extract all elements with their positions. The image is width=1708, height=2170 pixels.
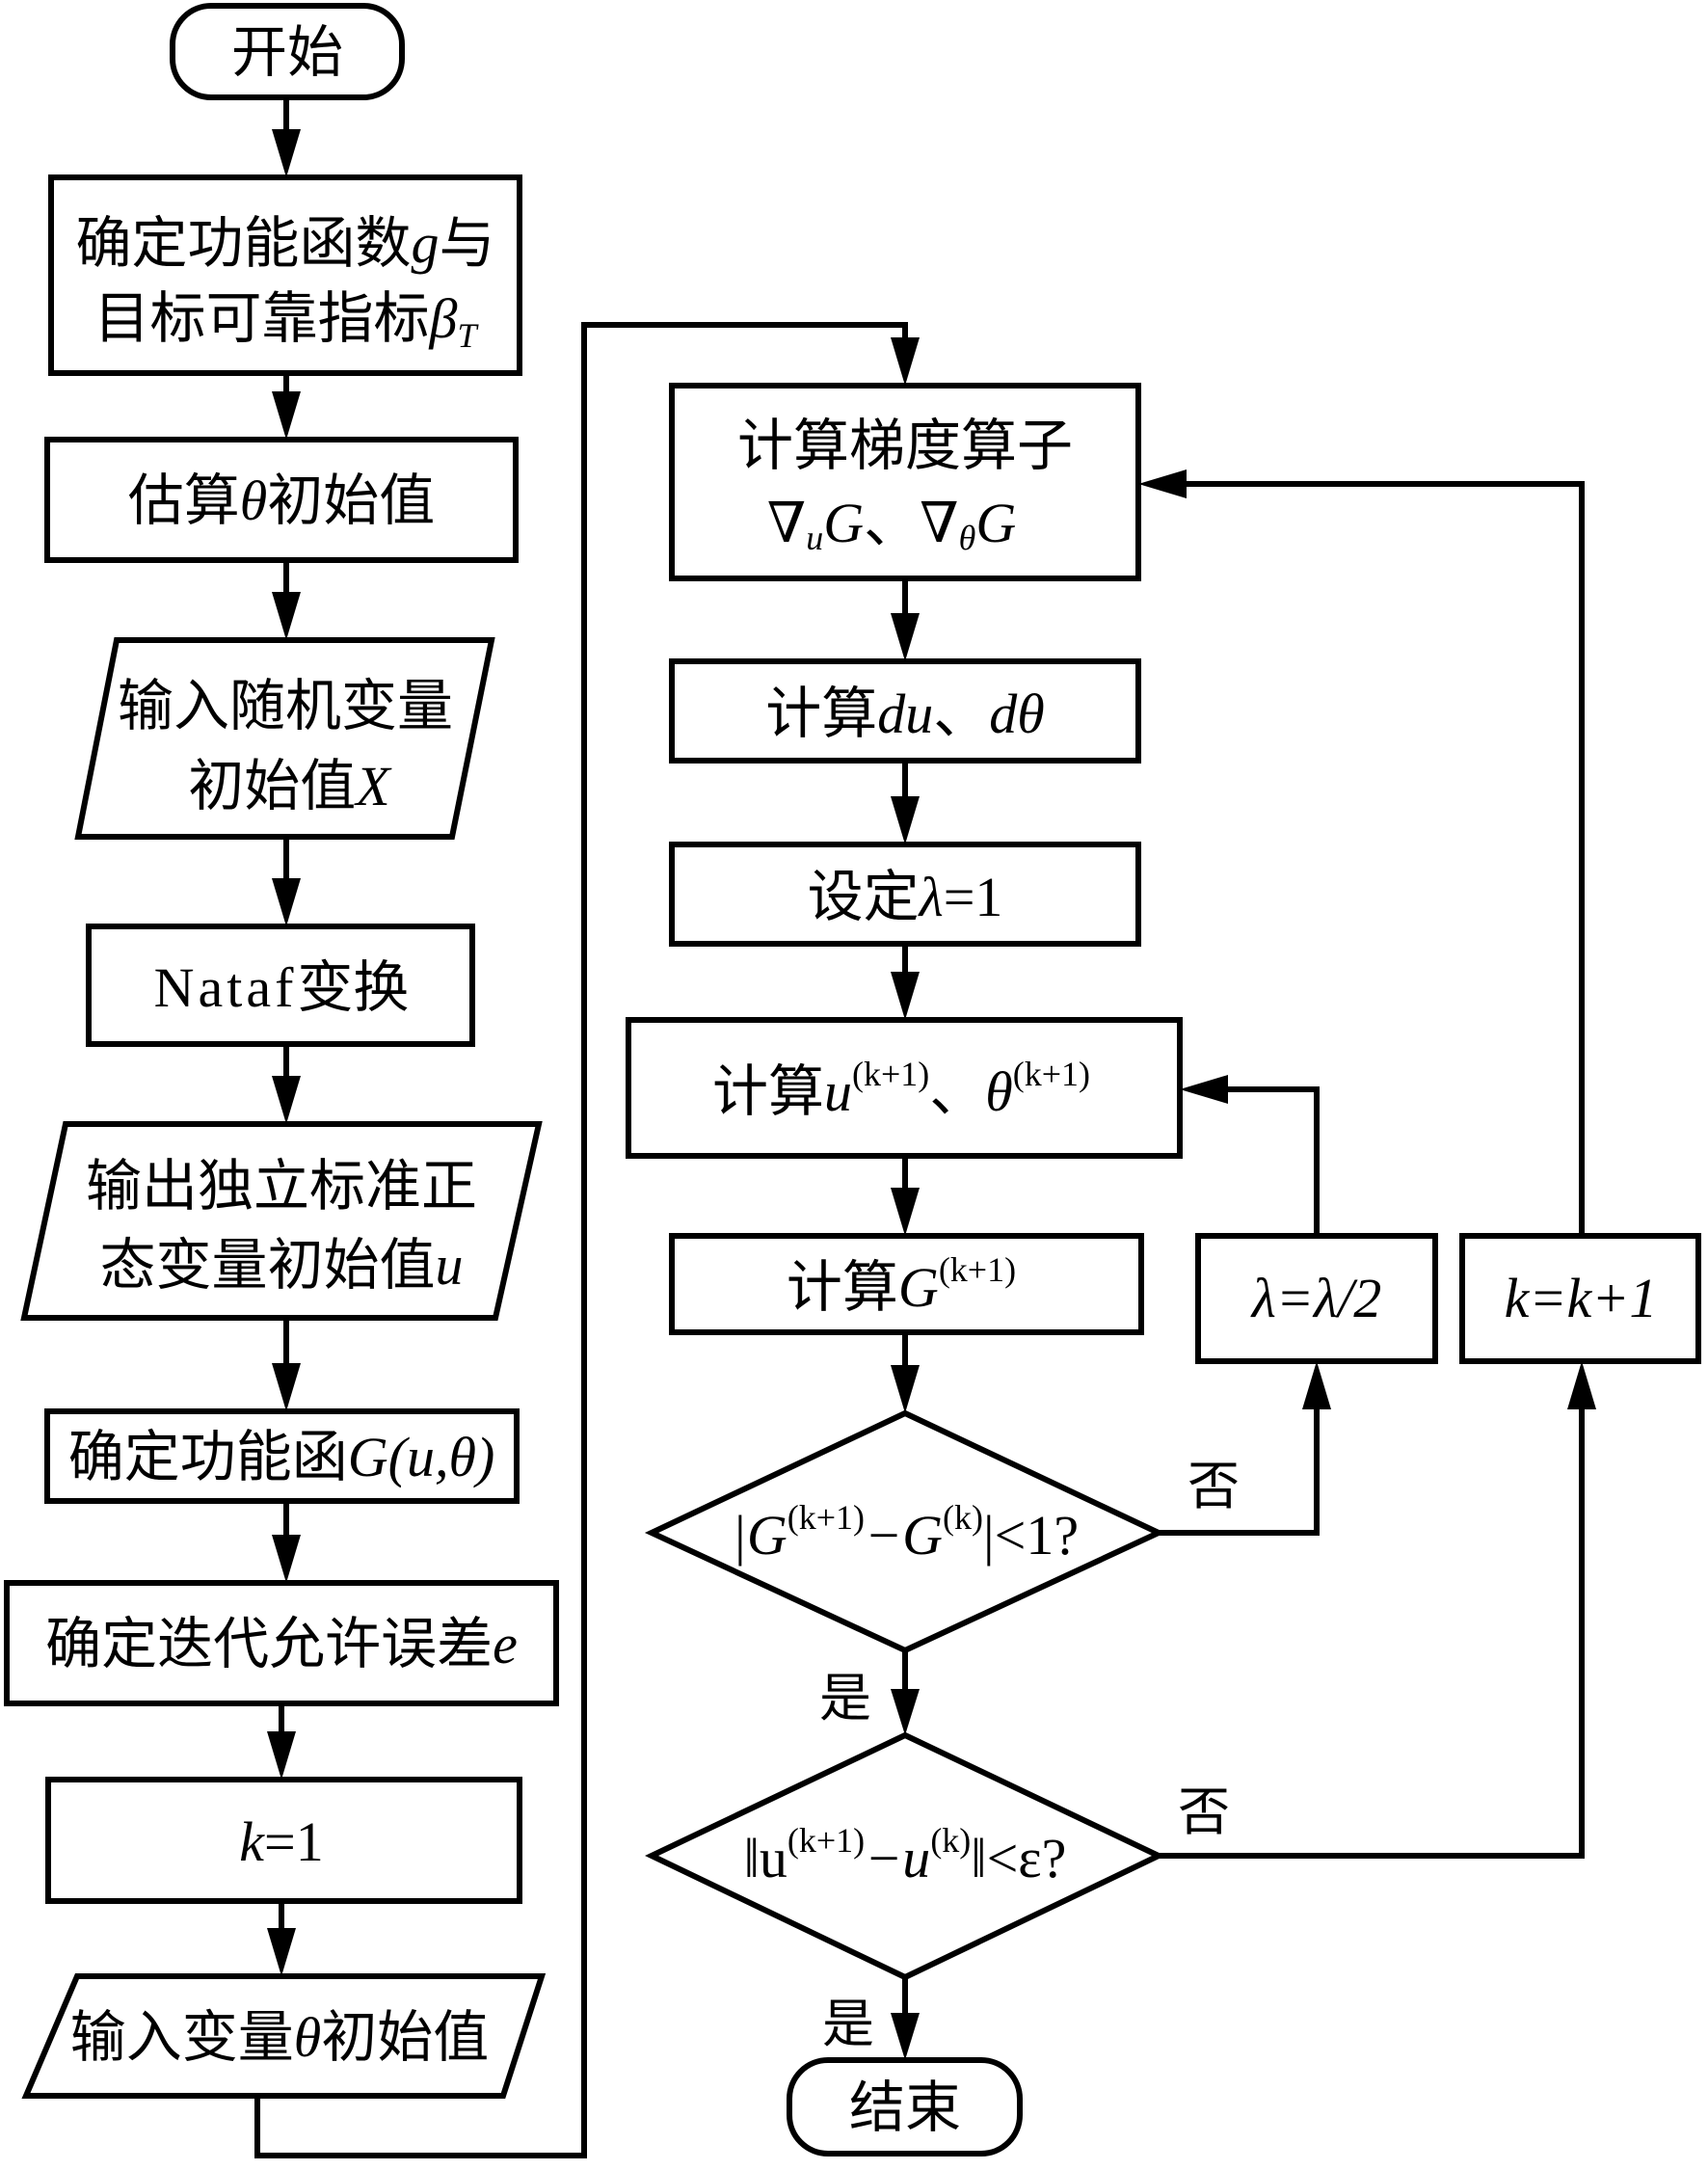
- define-G-box: [44, 1408, 520, 1504]
- arrow-k-init-to-input-theta: [267, 1901, 296, 1976]
- decision-u-no-label: 否: [1178, 1782, 1230, 1842]
- arrow-gradient-to-du: [891, 578, 920, 661]
- nataf-label: Nataf变换: [154, 954, 410, 1020]
- gradient-node: 计算梯度算子 ∇uG、∇θG: [669, 383, 1141, 581]
- define-G-label: 确定功能函G(u,θ): [68, 1424, 495, 1489]
- halve-lambda-label: λ=λ/2: [1250, 1267, 1382, 1329]
- arrow-du-to-set-lambda: [891, 761, 920, 844]
- k-init-label: k=1: [239, 1810, 323, 1873]
- input-x-parallelogram: [74, 637, 495, 840]
- output-u-node: 输出独立标准正 态变量初始值u: [20, 1121, 543, 1321]
- compute-G-node: 计算G(k+1): [669, 1233, 1144, 1335]
- arrow-input-x-to-nataf: [272, 837, 301, 926]
- input-x-line1: 输入随机变量: [118, 673, 453, 738]
- nataf-box: [86, 924, 475, 1047]
- start-label: 开始: [231, 19, 343, 85]
- halve-lambda-node: λ=λ/2: [1195, 1233, 1438, 1364]
- arrow-decision-G-yes-to-decision-u: [891, 1650, 920, 1735]
- output-u-parallelogram: [20, 1121, 543, 1321]
- compute-G-box: [669, 1233, 1144, 1335]
- arrow-decision-G-no-to-halve-lambda: [1159, 1361, 1331, 1536]
- define-e-box: [4, 1580, 559, 1706]
- arrow-start-to-define-g: [272, 97, 301, 177]
- du-dtheta-label: 计算du、dθ: [765, 681, 1045, 746]
- input-theta-label: 输入变量θ初始值: [70, 2004, 490, 2070]
- arrow-estimate-to-input-x: [272, 560, 301, 640]
- k-increment-node: k=k+1: [1459, 1233, 1701, 1364]
- decision-u-node: ‖u(k+1)−u(k)‖<ε?: [645, 1731, 1165, 1981]
- arrow-update-to-compute-G: [891, 1156, 920, 1236]
- k-init-box: [45, 1777, 522, 1904]
- define-g-line2: 目标可靠指标βT: [94, 285, 480, 355]
- arrow-halve-lambda-to-update: [1180, 1075, 1320, 1236]
- decision-G-no-label: 否: [1188, 1456, 1240, 1516]
- arrow-define-g-to-estimate: [272, 373, 301, 440]
- define-G-node: 确定功能函G(u,θ): [44, 1408, 520, 1504]
- arrow-decision-u-no-to-k-increment: [1159, 1361, 1596, 1859]
- arrow-k-increment-to-gradient: [1138, 469, 1585, 1236]
- end-label: 结束: [849, 2075, 961, 2140]
- arrow-define-G-to-define-e: [272, 1501, 301, 1583]
- start-node: 开始: [170, 3, 405, 100]
- output-u-line2: 态变量初始值u: [99, 1232, 463, 1298]
- arrow-decision-u-yes-to-end: [891, 1977, 920, 2060]
- input-x-line2: 初始值X: [188, 753, 392, 818]
- end-terminator-shape: [787, 2057, 1023, 2157]
- compute-G-label: 计算G(k+1): [787, 1250, 1016, 1320]
- gradient-line1: 计算梯度算子: [737, 413, 1073, 478]
- k-init-node: k=1: [45, 1777, 522, 1904]
- set-lambda-box: [669, 842, 1141, 947]
- input-theta-parallelogram: [21, 1973, 547, 2099]
- estimate-theta-box: [44, 437, 519, 563]
- end-node: 结束: [787, 2057, 1023, 2157]
- arrow-define-e-to-k-init: [267, 1703, 296, 1780]
- k-increment-label: k=k+1: [1505, 1267, 1658, 1329]
- arrow-nataf-to-output-u: [272, 1044, 301, 1124]
- decision-u-label: ‖u(k+1)−u(k)‖<ε?: [744, 1821, 1067, 1889]
- estimate-theta-node: 估算θ初始值: [44, 437, 519, 563]
- estimate-theta-label: 估算θ初始值: [128, 468, 436, 533]
- update-u-theta-label: 计算u(k+1)、θ(k+1): [712, 1055, 1090, 1124]
- define-g-line1: 确定功能函数g与: [75, 210, 494, 276]
- connector-input-theta-to-gradient: [254, 322, 920, 2158]
- output-u-line1: 输出独立标准正: [86, 1153, 477, 1219]
- arrow-compute-G-to-decision-G: [891, 1332, 920, 1413]
- decision-G-label: |G(k+1)−G(k)|<1?: [732, 1498, 1079, 1567]
- nataf-node: Nataf变换: [86, 924, 475, 1047]
- decision-G-node: |G(k+1)−G(k)|<1?: [644, 1409, 1166, 1654]
- decision-u-yes-label: 是: [822, 1994, 874, 2054]
- arrow-set-lambda-to-update: [891, 944, 920, 1020]
- define-e-node: 确定迭代允许误差e: [4, 1580, 559, 1706]
- input-theta-node: 输入变量θ初始值: [21, 1973, 547, 2099]
- arrow-output-u-to-define-G: [272, 1318, 301, 1411]
- du-dtheta-node: 计算du、dθ: [669, 658, 1141, 764]
- define-g-node: 确定功能函数g与 目标可靠指标βT: [48, 174, 522, 376]
- define-e-label: 确定迭代允许误差e: [45, 1611, 518, 1676]
- set-lambda-label: 设定λ=1: [808, 864, 1003, 929]
- define-g-box: [48, 174, 522, 376]
- update-u-theta-node: 计算u(k+1)、θ(k+1): [626, 1017, 1183, 1159]
- gradient-line2: ∇uG、∇θG: [767, 490, 1016, 557]
- input-x-node: 输入随机变量 初始值X: [74, 637, 495, 840]
- decision-G-yes-label: 是: [819, 1668, 871, 1728]
- set-lambda-node: 设定λ=1: [669, 842, 1141, 947]
